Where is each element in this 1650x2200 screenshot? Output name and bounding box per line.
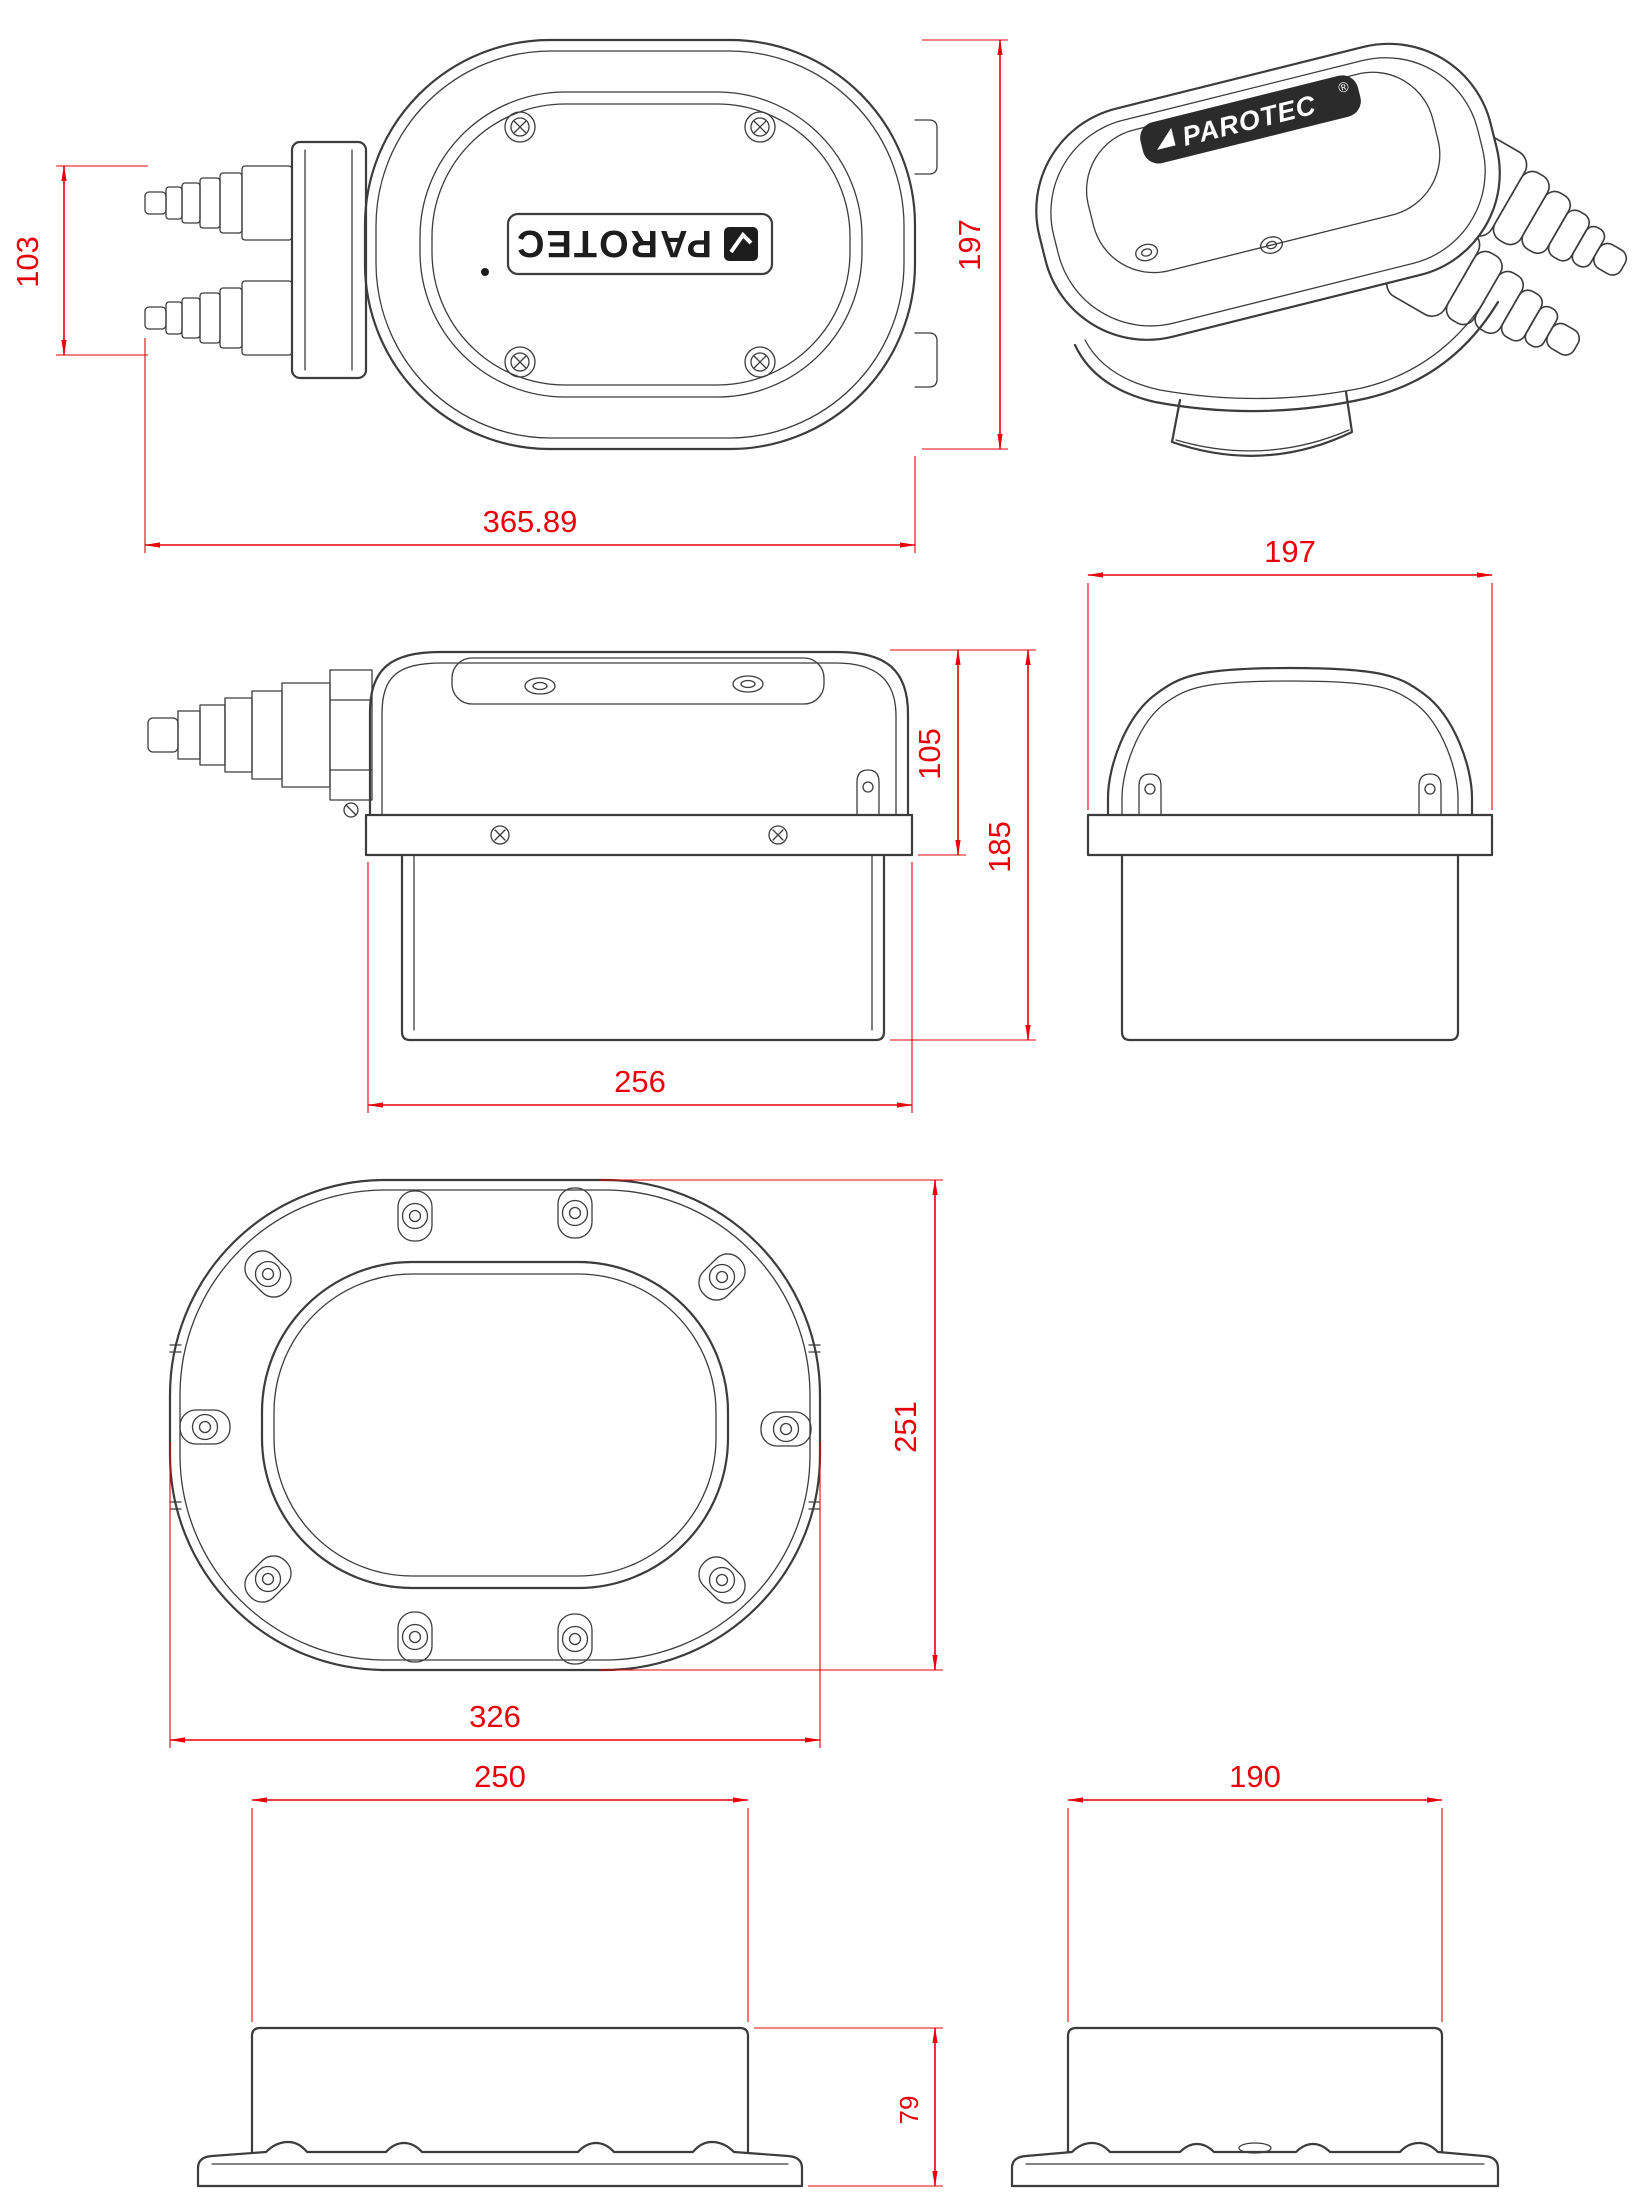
dim-label-365-89: 365.89: [483, 504, 578, 539]
screw-boss: [397, 1190, 433, 1242]
dim-label-79: 79: [894, 2096, 924, 2125]
dim-bottom-depth: 251: [600, 1179, 943, 1671]
view-front: [1086, 666, 1494, 1042]
cable-gland-top: [144, 165, 293, 241]
dim-lid-height: 105: [890, 649, 1036, 856]
dim-label-197-front: 197: [1264, 534, 1316, 569]
screw-boss: [397, 1611, 433, 1663]
dim-label-103: 103: [10, 236, 45, 288]
brand-text-top-view: PAROTEC: [515, 222, 712, 264]
side-lower-box: [400, 853, 886, 1042]
screw-boss: [760, 1411, 812, 1447]
gland-plate: [290, 140, 368, 380]
dim-overall-length: 365.89: [144, 338, 916, 553]
gland-locknut: [329, 669, 373, 801]
view-side: [147, 650, 914, 1042]
dim-label-190: 190: [1229, 1759, 1281, 1794]
hinge-tab-bottom: [914, 332, 938, 388]
screw-boss: [691, 1246, 753, 1308]
screw-boss: [557, 1613, 593, 1665]
front-lower-box: [1120, 853, 1460, 1042]
screw-boss: [691, 1549, 753, 1611]
screw-boss: [557, 1187, 593, 1239]
front-lid: [1106, 666, 1474, 817]
dim-front-width: 197: [1087, 534, 1493, 810]
view-bottom: [168, 1178, 822, 1672]
brand-mark-icon: [1157, 127, 1176, 150]
registration-dot: [481, 268, 489, 276]
view-top-plan: PAROTEC: [144, 38, 938, 451]
dim-base-width: 190: [1067, 1759, 1443, 2022]
view-isometric: PAROTEC ®: [1035, 42, 1648, 457]
brand-check-icon: [724, 227, 758, 261]
screw-boss: [237, 1243, 299, 1305]
base-box-front: [1066, 2026, 1444, 2154]
dim-body-height: 197: [922, 39, 1008, 450]
dim-label-250: 250: [474, 1759, 526, 1794]
side-flange: [364, 813, 914, 857]
view-base-side: [196, 2026, 804, 2188]
dim-label-105: 105: [912, 728, 947, 780]
front-flange: [1086, 813, 1494, 857]
lid-screw-icon: [504, 111, 536, 143]
side-lid: [368, 650, 910, 817]
dim-bottom-length: 326: [169, 1442, 821, 1748]
dim-label-197-plan: 197: [952, 219, 987, 271]
dim-side-length: 256: [367, 862, 913, 1113]
dim-label-326: 326: [469, 1699, 521, 1734]
base-plate-side: [196, 2140, 804, 2188]
dim-gland-span: 103: [10, 165, 148, 356]
dim-base-height: 79: [754, 2027, 943, 2187]
view-base-front: [1010, 2026, 1500, 2188]
brand-label-mirrored: PAROTEC: [481, 212, 774, 276]
dim-base-length: 250: [251, 1759, 749, 2022]
hinge-tab-top: [914, 119, 938, 175]
dim-label-251: 251: [888, 1401, 923, 1453]
flange-screw-icon: [490, 825, 510, 845]
lid-screw-icon: [744, 111, 776, 143]
registered-mark: ®: [1336, 78, 1351, 96]
screw-boss: [179, 1409, 231, 1445]
lid-screw-icon: [504, 346, 536, 378]
base-plate-front: [1010, 2141, 1500, 2188]
screw-boss: [237, 1548, 299, 1610]
dim-label-185: 185: [982, 821, 1017, 873]
lid-screw-icon: [744, 346, 776, 378]
base-box-side: [250, 2026, 750, 2154]
gland-captive-screw: [343, 802, 359, 818]
flange-screw-icon: [768, 825, 788, 845]
iso-collar: [1170, 390, 1354, 457]
dim-label-256: 256: [614, 1064, 666, 1099]
dim-total-height: 185: [890, 649, 1036, 1041]
iso-body-skirt: [1073, 300, 1500, 413]
cable-gland-bottom: [144, 280, 293, 356]
